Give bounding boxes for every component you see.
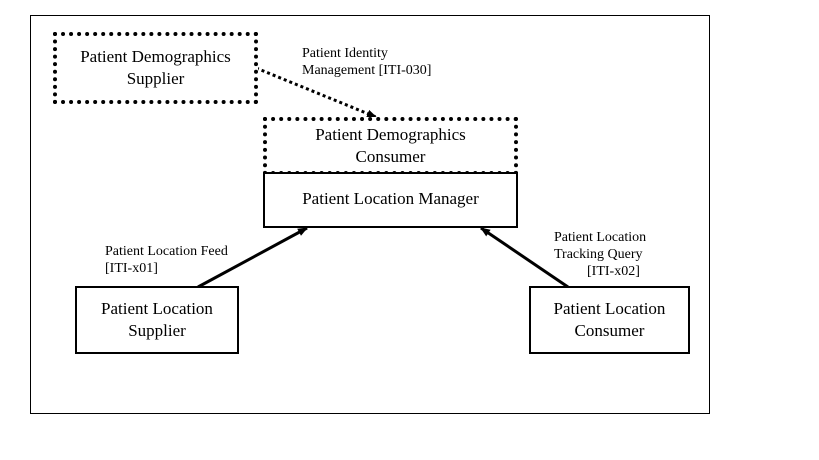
diagram-frame: [30, 15, 710, 414]
pim-transaction-label: Patient Identity Management [ITI-030]: [302, 45, 431, 79]
transaction-label-line: Patient Location Feed: [105, 244, 228, 259]
patient-demographics-supplier-box: Patient Demographics Supplier: [53, 32, 258, 104]
patient-demographics-consumer-box: Patient Demographics Consumer: [263, 117, 518, 175]
transaction-label-line: [ITI-x02]: [587, 264, 640, 279]
actor-label-line: Patient Location: [553, 299, 666, 318]
transaction-label-line: Management [ITI-030]: [302, 63, 432, 78]
actor-label-line: Consumer: [574, 321, 645, 340]
actor-label-line: Patient Location Manager: [302, 189, 479, 208]
patient-location-consumer-box: Patient Location Consumer: [529, 286, 690, 354]
transaction-label-line: Patient Identity: [302, 46, 388, 61]
query-transaction-label: Patient Location Tracking Query [ITI-x02…: [554, 229, 646, 280]
transaction-label-line: Tracking Query: [554, 247, 643, 262]
actor-label-line: Patient Location: [101, 299, 213, 318]
actor-label-line: Supplier: [126, 69, 185, 88]
actor-label-line: Patient Demographics: [80, 47, 231, 66]
actor-label-line: Consumer: [355, 147, 426, 166]
actor-label-line: Patient Demographics: [315, 125, 466, 144]
transaction-label-line: Patient Location: [554, 230, 647, 245]
feed-transaction-label: Patient Location Feed [ITI-x01]: [105, 243, 228, 277]
patient-location-manager-box: Patient Location Manager: [263, 172, 518, 228]
actor-label-line: Supplier: [128, 321, 186, 340]
patient-location-supplier-box: Patient Location Supplier: [75, 286, 239, 354]
transaction-label-line: [ITI-x01]: [105, 261, 158, 276]
